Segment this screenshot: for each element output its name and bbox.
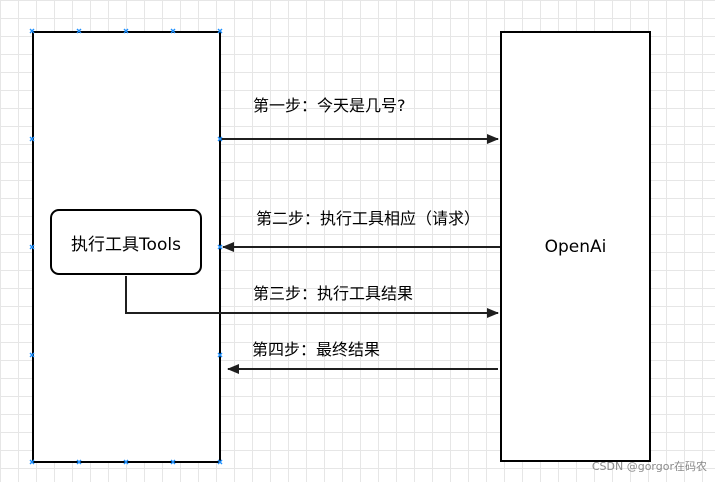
handle-top-3 bbox=[123, 28, 129, 34]
handle-left-1 bbox=[29, 136, 35, 142]
handle-bottom-1 bbox=[29, 459, 35, 465]
handle-right-1 bbox=[217, 136, 223, 142]
handle-right-2 bbox=[217, 244, 223, 250]
watermark: CSDN @gorgor在码农 bbox=[591, 460, 707, 473]
step-1-label: 第一步：今天是几号? bbox=[253, 96, 406, 115]
openai-label: OpenAi bbox=[544, 236, 607, 257]
handle-left-3 bbox=[29, 352, 35, 358]
tools-label: 执行工具Tools bbox=[71, 234, 181, 255]
handle-bottom-3 bbox=[123, 459, 129, 465]
step-3-label: 第三步：执行工具结果 bbox=[253, 284, 414, 303]
handle-top-4 bbox=[170, 28, 176, 34]
handle-top-1 bbox=[29, 28, 35, 34]
step-2-label: 第二步：执行工具相应（请求） bbox=[256, 209, 481, 228]
selection-handles bbox=[29, 28, 223, 465]
step-3-arrow[interactable] bbox=[125, 276, 499, 318]
openai-box[interactable]: OpenAi bbox=[500, 31, 651, 462]
handle-bottom-5 bbox=[217, 459, 223, 465]
handle-top-5 bbox=[217, 28, 223, 34]
handle-right-3 bbox=[217, 352, 223, 358]
step-4-label: 第四步：最终结果 bbox=[252, 340, 381, 359]
handle-bottom-4 bbox=[170, 459, 176, 465]
handle-left-2 bbox=[29, 244, 35, 250]
handle-bottom-2 bbox=[76, 459, 82, 465]
handle-top-2 bbox=[76, 28, 82, 34]
tools-box[interactable]: 执行工具Tools bbox=[50, 209, 202, 275]
